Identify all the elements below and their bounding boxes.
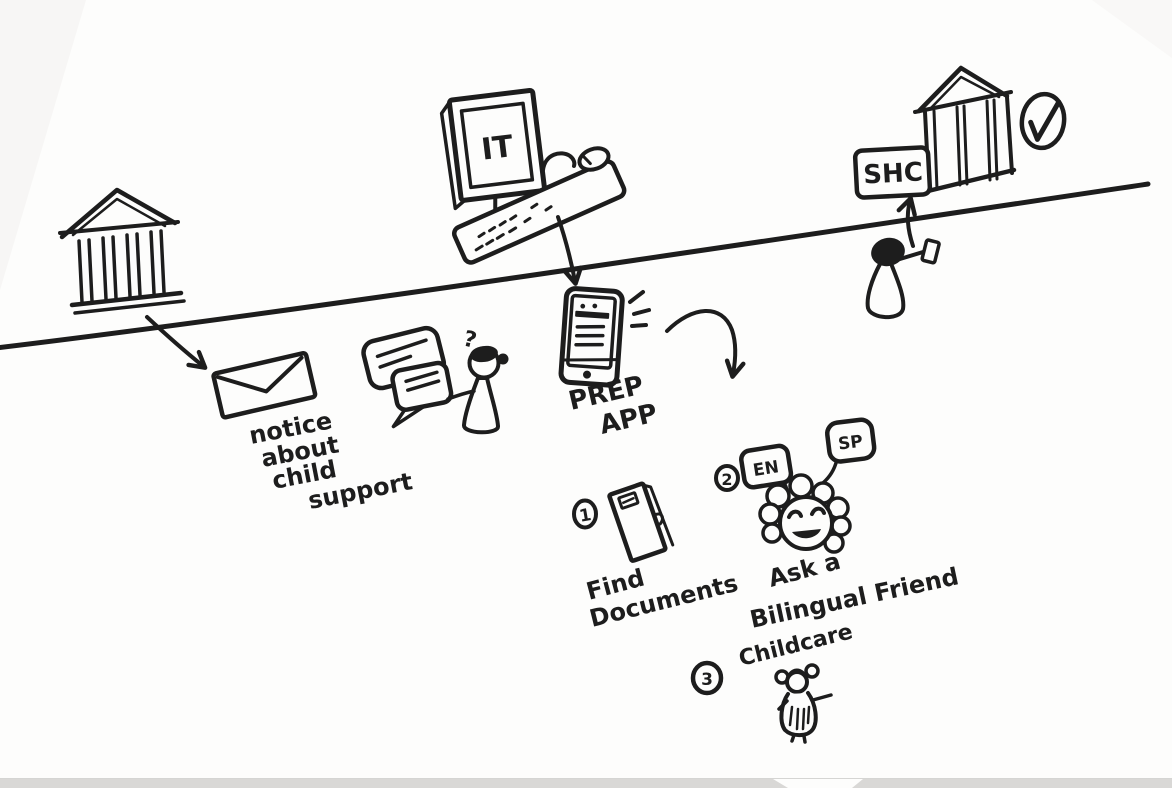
notification-lines-icon — [628, 290, 651, 328]
shc-sign: SHC — [852, 145, 933, 200]
phone-icon — [558, 286, 625, 388]
notice-caption: notice about child support — [247, 406, 415, 514]
shc-sign-label: SHC — [863, 157, 924, 190]
check-circle-icon — [1019, 91, 1067, 151]
step2-number-badge: 2 — [714, 464, 740, 492]
arrow-court-to-notice — [145, 315, 208, 370]
step2-label: Ask a Bilingual Friend — [747, 547, 961, 634]
it-computer-icon: IT — [439, 87, 627, 265]
folder-icon — [607, 481, 675, 563]
speech-bubbles-icon — [361, 325, 454, 429]
monitor-label: IT — [479, 129, 515, 168]
en-bubble-label: EN — [752, 457, 781, 481]
step3-number: 3 — [701, 670, 713, 690]
paper-corner-shade — [0, 0, 86, 290]
step1-number: 1 — [578, 505, 593, 527]
step2-number: 2 — [721, 470, 732, 489]
paper-corner-shade-right — [1092, 0, 1172, 58]
arrow-person-to-shc — [896, 196, 917, 248]
sp-bubble: SP — [821, 417, 877, 485]
arrow-computer-to-phone — [556, 215, 583, 286]
step1-label: Find Documents — [583, 564, 740, 633]
walking-person-icon — [865, 237, 941, 320]
arrow-phone-to-steps — [665, 309, 746, 379]
sp-bubble-label: SP — [837, 432, 864, 455]
footer-strip — [0, 778, 1172, 788]
step3-number-badge: 3 — [690, 660, 724, 696]
bilingual-friend-face-icon — [758, 473, 852, 554]
step1-number-badge: 1 — [572, 498, 598, 530]
envelope-icon — [211, 350, 318, 420]
step2-label-line: Ask a — [765, 547, 843, 593]
confused-person-icon: ? — [446, 327, 509, 435]
ground-line — [0, 181, 1151, 351]
shc-building-icon — [913, 65, 1017, 194]
question-mark: ? — [461, 327, 479, 354]
child-icon — [774, 663, 833, 744]
hand-icon — [541, 151, 577, 172]
keyboard-icon — [451, 159, 627, 265]
courthouse-icon — [58, 187, 186, 315]
mouse-icon — [577, 146, 611, 172]
en-bubble: EN — [739, 443, 794, 502]
